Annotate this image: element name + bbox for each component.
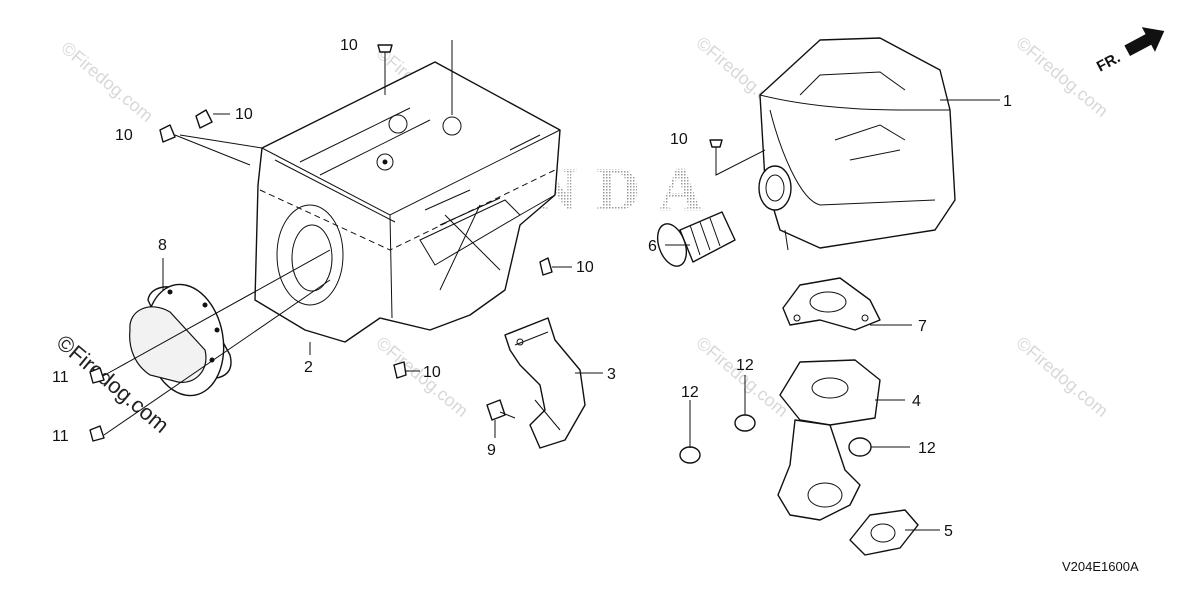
leader-lines	[102, 40, 1000, 531]
gasket-plate	[782, 277, 881, 331]
callout-3: 3	[607, 366, 616, 383]
muffler-protector	[254, 61, 561, 343]
fasteners	[89, 44, 872, 464]
callout-10: 10	[115, 127, 133, 144]
callout-1: 1	[1003, 93, 1012, 110]
callout-10: 10	[340, 37, 358, 54]
front-direction-indicator: FR.	[1094, 27, 1165, 76]
callouts: 1 2 3 4 5 6 7 8 9 10 10 10 10 10 10 11 1…	[52, 37, 1012, 540]
front-label: FR.	[1094, 49, 1123, 75]
arrow-icon	[1124, 27, 1165, 57]
bracket	[504, 317, 586, 449]
callout-4: 4	[912, 393, 921, 410]
callout-10: 10	[670, 131, 688, 148]
callout-10: 10	[235, 106, 253, 123]
callout-6: 6	[648, 238, 657, 255]
callout-7: 7	[918, 318, 927, 335]
callout-12: 12	[681, 384, 699, 401]
callout-9: 9	[487, 442, 496, 459]
exhaust-cover	[129, 283, 232, 397]
gasket	[849, 509, 919, 556]
callout-2: 2	[304, 359, 313, 376]
callout-10: 10	[423, 364, 441, 381]
callout-11: 11	[52, 428, 69, 445]
callout-11: 11	[52, 369, 69, 386]
callout-8: 8	[158, 237, 167, 254]
exhaust-flange	[777, 359, 881, 521]
muffler	[758, 37, 956, 251]
callout-12: 12	[736, 357, 754, 374]
watermark: ©Firedog.com	[1012, 333, 1112, 421]
diagram-code: V204E1600A	[1062, 559, 1139, 574]
watermark: ©Firedog.com	[692, 333, 792, 421]
callout-5: 5	[944, 523, 953, 540]
watermark: ©Firedog.com	[1012, 33, 1112, 121]
callout-10: 10	[576, 259, 594, 276]
watermark: ©Firedog.com	[57, 38, 157, 126]
callout-12: 12	[918, 440, 936, 457]
